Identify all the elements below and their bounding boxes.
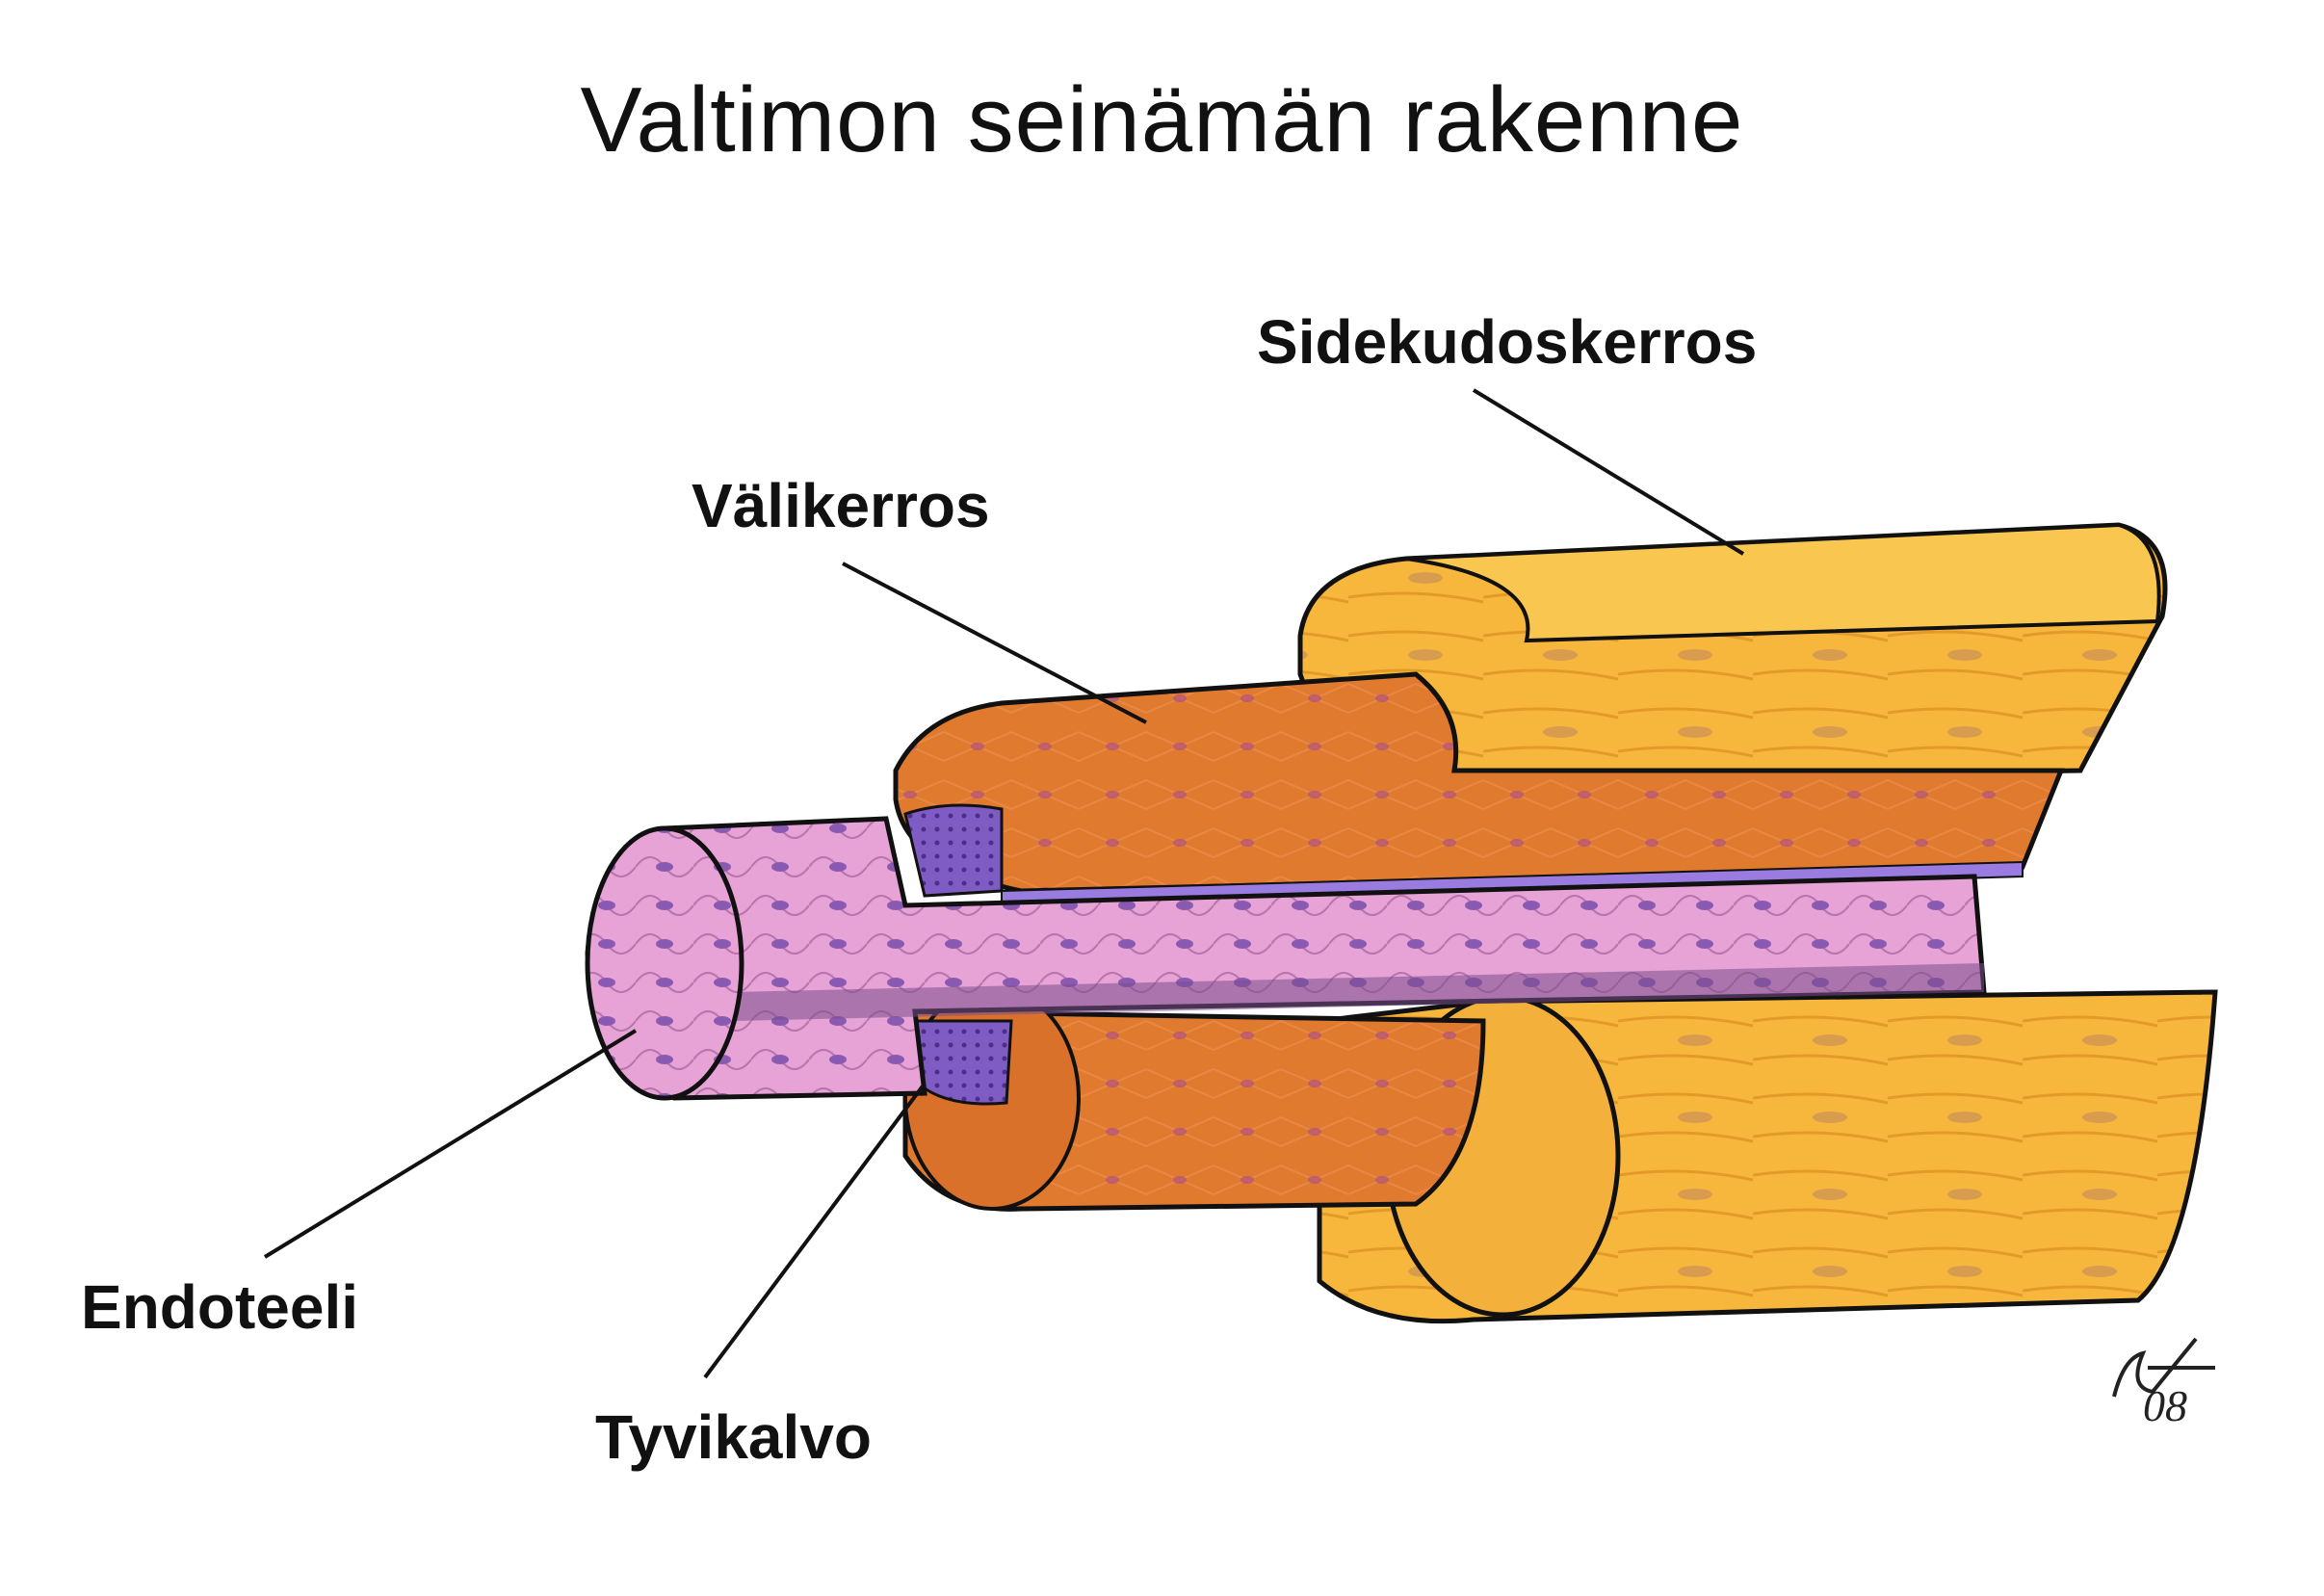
leader-basement-membrane: [703, 1082, 927, 1379]
leader-endothelium: [263, 1029, 638, 1259]
lumen-shadow: [732, 963, 1984, 1021]
label-endothelium: Endoteeli: [81, 1272, 359, 1342]
leader-media: [842, 562, 1147, 724]
endothelium-cut-face: [585, 825, 744, 1101]
basement-membrane-lower: [913, 1019, 1013, 1106]
leader-adventitia: [1472, 388, 1745, 556]
label-adventitia: Sidekudoskerros: [1257, 307, 1758, 377]
diagram-title: Valtimon seinämän rakenne: [580, 68, 1744, 171]
label-media: Välikerros: [692, 471, 990, 540]
signature-mark: 08: [2112, 1337, 2215, 1430]
basement-membrane-upper: [903, 803, 1004, 898]
adventitia-top-face: [1405, 522, 2161, 643]
label-basement-membrane: Tyvikalvo: [595, 1402, 872, 1472]
svg-text:08: 08: [2143, 1381, 2187, 1430]
